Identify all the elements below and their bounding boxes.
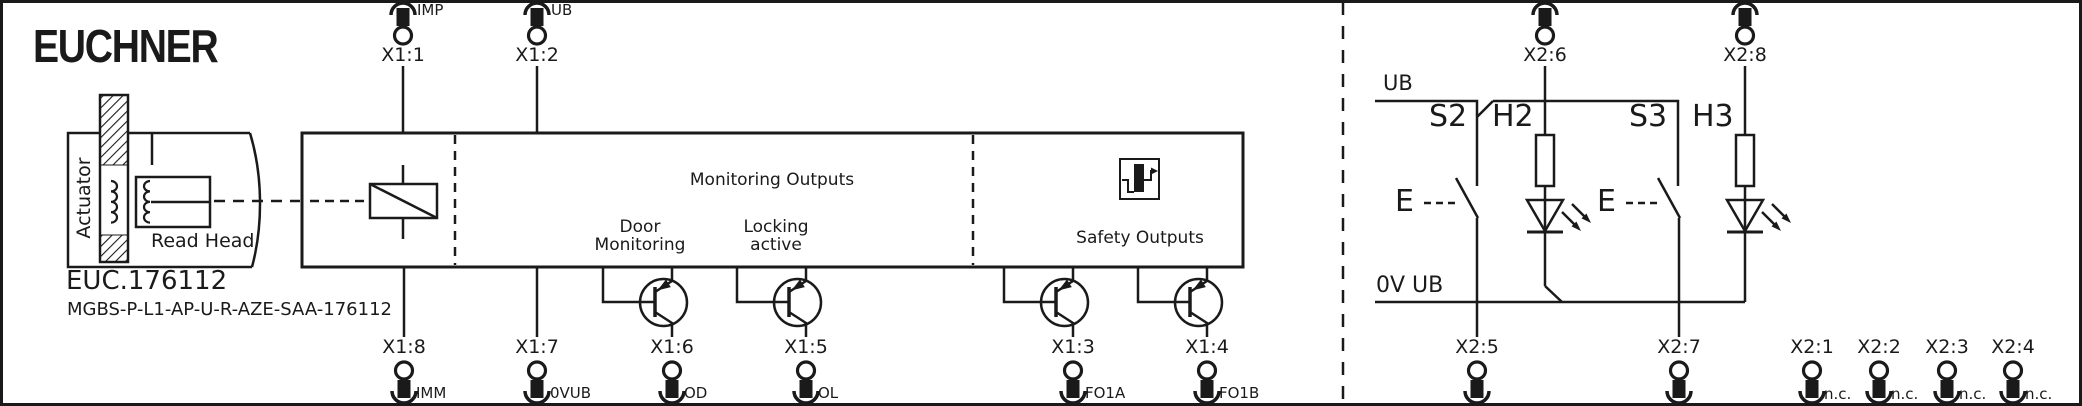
signal-label-nc-2: n.c. <box>1891 385 1919 403</box>
terminal-label-x1-6: X1:6 <box>650 336 694 358</box>
ub-rail-continuation <box>1493 99 1680 186</box>
terminal-label-x2-1: X2:1 <box>1790 336 1834 358</box>
read-head-label: Read Head <box>151 230 255 252</box>
terminal-label-x1-3: X1:3 <box>1051 336 1095 358</box>
e-input-s2-label: E <box>1395 184 1414 219</box>
transistor-output-fo1b <box>1136 267 1224 337</box>
hatched-actuator-icon <box>99 234 129 263</box>
signal-label-fo1b: FO1B <box>1219 384 1260 402</box>
signal-label-ub: UB <box>551 1 573 19</box>
switch-s3-label: S3 <box>1629 99 1668 134</box>
plug-contact-icon-x2-4 <box>1999 360 2027 405</box>
signal-label-fo1a: FO1A <box>1085 384 1126 402</box>
terminal-label-x2-5: X2:5 <box>1455 336 1499 358</box>
led-icon <box>1724 198 1766 234</box>
external-circuit <box>1375 66 1791 337</box>
plug-contact-icon-x1-4 <box>1193 360 1221 405</box>
plug-contact-icon-x1-6 <box>658 360 686 405</box>
terminal-label-x2-4: X2:4 <box>1991 336 2035 358</box>
lamp-h2-label: H2 <box>1492 99 1534 134</box>
terminal-label-x2-2: X2:2 <box>1857 336 1901 358</box>
signal-label-nc-3: n.c. <box>1959 385 1987 403</box>
pulsed-output-icon <box>1119 158 1160 200</box>
actuator-coil-icon <box>110 179 119 224</box>
plug-contact-icon-x1-5 <box>792 360 820 405</box>
plug-contact-icon-x2-8 <box>1731 1 1759 46</box>
plug-contact-icon-x2-2 <box>1865 360 1893 405</box>
locking-active-line1: Locking <box>743 217 809 237</box>
e-input-s3-label: E <box>1597 184 1616 219</box>
plug-contact-icon-x2-7 <box>1665 360 1693 405</box>
plug-contact-icon-x2-1 <box>1798 360 1826 405</box>
terminal-label-x1-1: X1:1 <box>381 44 425 66</box>
transistor-icon <box>638 277 689 328</box>
read-head-coil-icon <box>142 179 151 224</box>
door-monitoring-line1: Door <box>619 217 661 237</box>
terminal-label-x1-7: X1:7 <box>515 336 559 358</box>
lamp-h3-label: H3 <box>1692 99 1734 134</box>
terminal-label-x1-8: X1:8 <box>382 336 426 358</box>
transistor-icon <box>772 277 823 328</box>
hatched-actuator-icon <box>99 94 129 166</box>
plug-contact-icon-x1-8 <box>390 360 418 405</box>
device-order-number: EUC.176112 <box>66 266 228 296</box>
signal-label-nc-4: n.c. <box>2025 385 2053 403</box>
resistor-icon <box>1734 133 1756 188</box>
plug-contact-icon-x2-5 <box>1463 360 1491 405</box>
led-icon <box>1524 198 1566 234</box>
resistor-icon <box>1534 133 1556 188</box>
terminal-label-x2-6: X2:6 <box>1523 44 1567 66</box>
plug-contact-icon-x2-6 <box>1531 1 1559 46</box>
signal-label-nc-1: n.c. <box>1824 385 1852 403</box>
terminal-label-x2-8: X2:8 <box>1723 44 1767 66</box>
transistor-output-ol <box>735 267 823 337</box>
transistor-output-fo1a <box>1002 267 1090 337</box>
plug-contact-icon-x1-2 <box>523 1 551 46</box>
switch-s2-icon <box>1424 177 1480 337</box>
switch-s2-label: S2 <box>1429 99 1468 134</box>
door-monitoring-label: Door Monitoring <box>594 217 686 255</box>
plug-contact-icon-x1-1 <box>389 1 417 46</box>
relay-icon <box>368 165 439 239</box>
lamp-h2 <box>1524 66 1591 303</box>
signal-label-ol: OL <box>818 384 839 402</box>
transistor-output-od <box>601 267 689 337</box>
signal-label-0vub: 0VUB <box>550 384 592 402</box>
signal-label-od: OD <box>684 384 708 402</box>
brand-logo: EUCHNER <box>33 20 219 72</box>
locking-active-label: Locking active <box>743 217 809 255</box>
terminal-label-x1-4: X1:4 <box>1185 336 1229 358</box>
signal-label-imp: IMP <box>417 1 444 19</box>
bottom-terminal-lines <box>402 267 539 337</box>
terminal-label-x2-3: X2:3 <box>1925 336 1969 358</box>
top-terminal-lines <box>401 66 539 133</box>
transistor-icon <box>1039 277 1090 328</box>
plug-contact-icon-x1-7 <box>523 360 551 405</box>
locking-active-line2: active <box>750 234 802 255</box>
actuator-label: Actuator <box>73 157 96 239</box>
signal-label-imm: IMM <box>416 384 447 402</box>
terminal-label-x1-5: X1:5 <box>784 336 828 358</box>
terminal-label-x1-2: X1:2 <box>515 44 559 66</box>
monitoring-outputs-label: Monitoring Outputs <box>689 170 855 190</box>
switch-s3-icon <box>1626 177 1682 337</box>
ub-rail <box>1375 99 1479 186</box>
safety-outputs-label: Safety Outputs <box>1076 228 1204 248</box>
actuator-readhead-assembly <box>66 93 300 269</box>
lamp-h3 <box>1724 66 1791 302</box>
ub-rail-label: UB <box>1383 71 1413 95</box>
evaluation-block <box>300 131 1245 269</box>
plug-contact-icon-x2-3 <box>1933 360 1961 405</box>
plug-contact-icon-x1-3 <box>1059 360 1087 405</box>
transistor-icon <box>1173 277 1224 328</box>
device-type-code: MGBS-P-L1-AP-U-R-AZE-SAA-176112 <box>67 299 392 320</box>
terminal-label-x2-7: X2:7 <box>1657 336 1701 358</box>
zero-volt-rail-label: 0V UB <box>1376 273 1444 298</box>
door-monitoring-line2: Monitoring <box>594 234 686 255</box>
